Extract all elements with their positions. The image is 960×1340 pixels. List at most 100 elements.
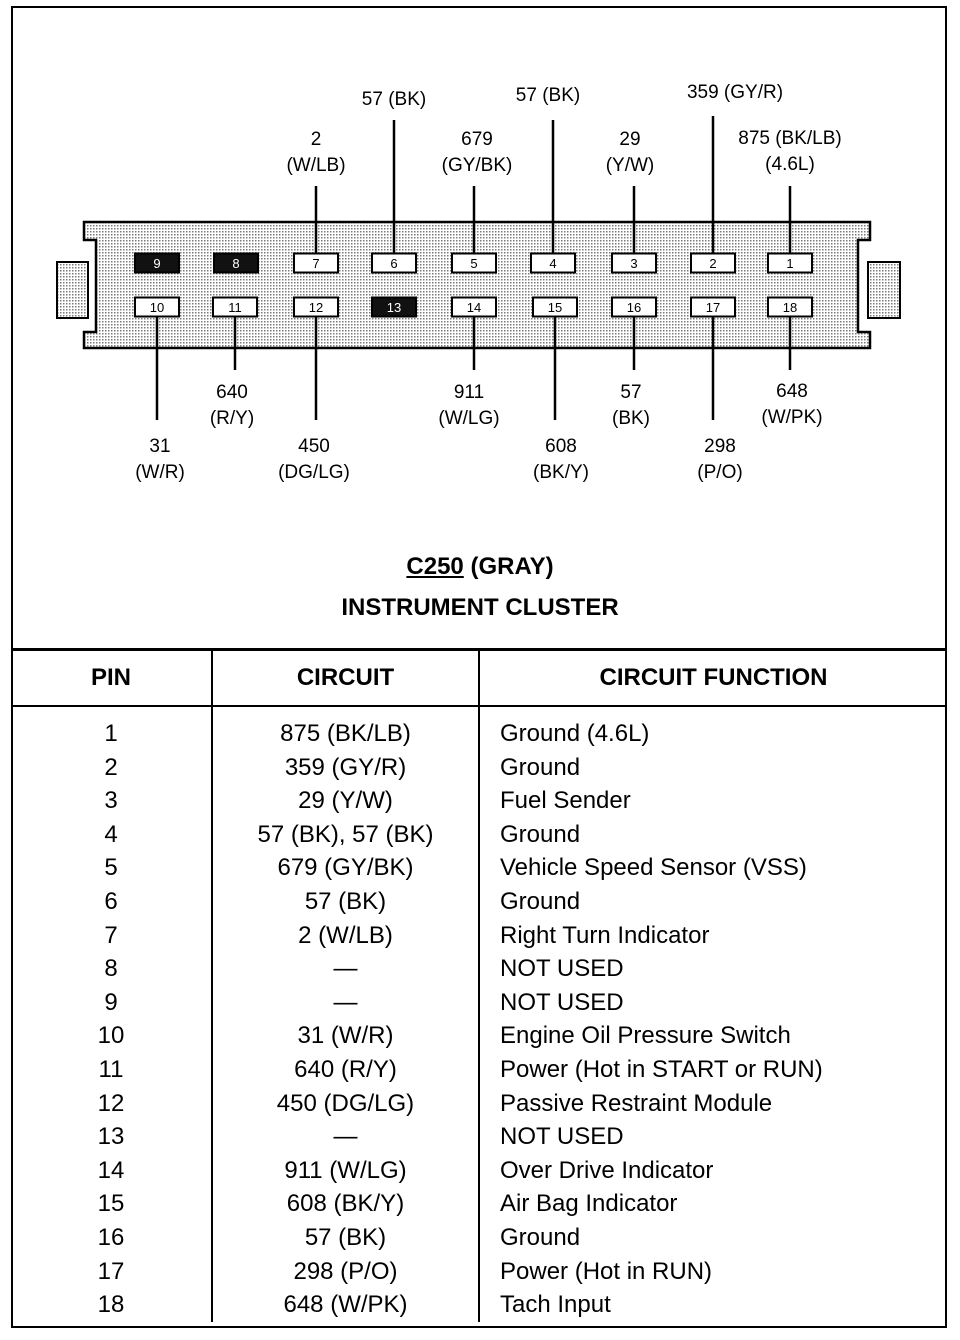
circuit-cell: 57 (BK), 57 (BK): [212, 817, 480, 852]
pin-table-header: PIN CIRCUIT CIRCUIT FUNCTION: [11, 648, 947, 707]
pin-15-label-1: 608: [545, 436, 577, 457]
pin-17-box: [690, 296, 736, 318]
pin-12-box: [293, 296, 339, 318]
function-cell: Vehicle Speed Sensor (VSS): [500, 854, 807, 882]
pin-16-label-1: 57: [620, 382, 641, 403]
pin-4-label-1: 57 (BK): [516, 85, 580, 106]
pin-5-label-1: 679: [461, 129, 493, 150]
connector-id: C250: [406, 553, 464, 580]
pin-7-box: [293, 252, 339, 274]
pin-1-box: [767, 252, 813, 274]
pin-17-number: 17: [706, 300, 720, 315]
function-cell: Fuel Sender: [500, 787, 631, 815]
pin-16-number: 16: [627, 300, 641, 315]
pin-13: 13: [371, 296, 417, 318]
pin-15-box: [532, 296, 578, 318]
pin-15-number: 15: [548, 300, 562, 315]
pin-2-number: 2: [709, 256, 716, 271]
pin-cell: 10: [11, 1019, 213, 1053]
connector-title: C250 (GRAY): [0, 553, 960, 581]
function-cell: Ground (4.6L): [500, 720, 650, 747]
pin-cell: 15: [11, 1187, 213, 1221]
pin-cell: 6: [11, 884, 213, 919]
table-row: 8—NOT USED: [11, 952, 947, 986]
pin-7-label-2: (W/LB): [286, 155, 345, 176]
pin-1-number: 1: [786, 256, 793, 271]
pin-1-label-2: (4.6L): [765, 154, 815, 175]
pin-cell: 11: [11, 1052, 213, 1087]
pin-13-number: 13: [387, 300, 401, 315]
pin-8-number: 8: [232, 256, 239, 271]
pin-4-number: 4: [549, 256, 556, 271]
pin-10-label-2: (W/R): [135, 462, 185, 483]
pin-6-box: [371, 252, 417, 274]
circuit-cell: 2 (W/LB): [212, 918, 480, 953]
pin-12: 12: [293, 296, 339, 318]
pin-cell: 4: [11, 817, 213, 852]
pin-18-box: [767, 296, 813, 318]
pin-cell: 9: [11, 985, 213, 1020]
header-circuit-function: CIRCUIT FUNCTION: [479, 648, 947, 707]
pin-5: 5: [451, 252, 497, 274]
pin-16-box: [611, 296, 657, 318]
pin-1: 1: [767, 252, 813, 274]
pin-4: 4: [530, 252, 576, 274]
circuit-cell: 875 (BK/LB): [212, 706, 480, 751]
connector-body: [56, 220, 901, 350]
pin-13-box: [371, 296, 417, 318]
pin-5-label-2: (GY/BK): [442, 155, 513, 176]
pin-11-box: [212, 296, 258, 318]
pin-15: 15: [532, 296, 578, 318]
pin-2: 2: [690, 252, 736, 274]
circuit-cell: 640 (R/Y): [212, 1052, 480, 1087]
connector-subtitle: INSTRUMENT CLUSTER: [341, 594, 619, 621]
pin-cell: 8: [11, 952, 213, 986]
pin-17-label-1: 298: [704, 436, 736, 457]
header-row: PIN CIRCUIT CIRCUIT FUNCTION: [11, 648, 947, 707]
pin-14-box: [451, 296, 497, 318]
pin-cell: 1: [11, 706, 213, 751]
pin-10-label-1: 31: [149, 436, 170, 457]
circuit-cell: 648 (W/PK): [212, 1288, 480, 1322]
pin-17: 17: [690, 296, 736, 318]
pin-18-label-2: (W/PK): [761, 407, 822, 428]
table-row: 9—NOT USED: [11, 985, 947, 1020]
circuit-cell: —: [212, 952, 480, 986]
pin-9: 9: [134, 252, 180, 274]
pin-6: 6: [371, 252, 417, 274]
pin-7-label-1: 2: [311, 129, 322, 150]
pin-18: 18: [767, 296, 813, 318]
circuit-cell: 31 (W/R): [212, 1019, 480, 1053]
pin-cell: 5: [11, 851, 213, 885]
connector-color: (GRAY): [470, 553, 554, 580]
pin-12-label-2: (DG/LG): [278, 462, 350, 483]
function-cell: Air Bag Indicator: [500, 1190, 678, 1218]
pin-7-number: 7: [312, 256, 319, 271]
pin-12-label-1: 450: [298, 436, 330, 457]
function-cell: Right Turn Indicator: [500, 921, 710, 949]
function-cell: Over Drive Indicator: [500, 1156, 714, 1184]
pin-cell: 2: [11, 750, 213, 785]
wire-labels: 2(W/LB)57 (BK)679(GY/BK)57 (BK)29(Y/W)35…: [135, 82, 842, 483]
pin-17-label-2: (P/O): [697, 462, 742, 483]
header-pin: PIN: [11, 648, 213, 707]
circuit-cell: 911 (W/LG): [212, 1153, 480, 1188]
pin-18-number: 18: [783, 300, 797, 315]
function-cell: Engine Oil Pressure Switch: [500, 1022, 791, 1050]
pin-14-label-1: 911: [454, 382, 484, 403]
pin-8-box: [213, 252, 259, 274]
pin-cell: 14: [11, 1153, 213, 1188]
function-cell: Tach Input: [500, 1291, 611, 1319]
circuit-cell: 359 (GY/R): [212, 750, 480, 785]
